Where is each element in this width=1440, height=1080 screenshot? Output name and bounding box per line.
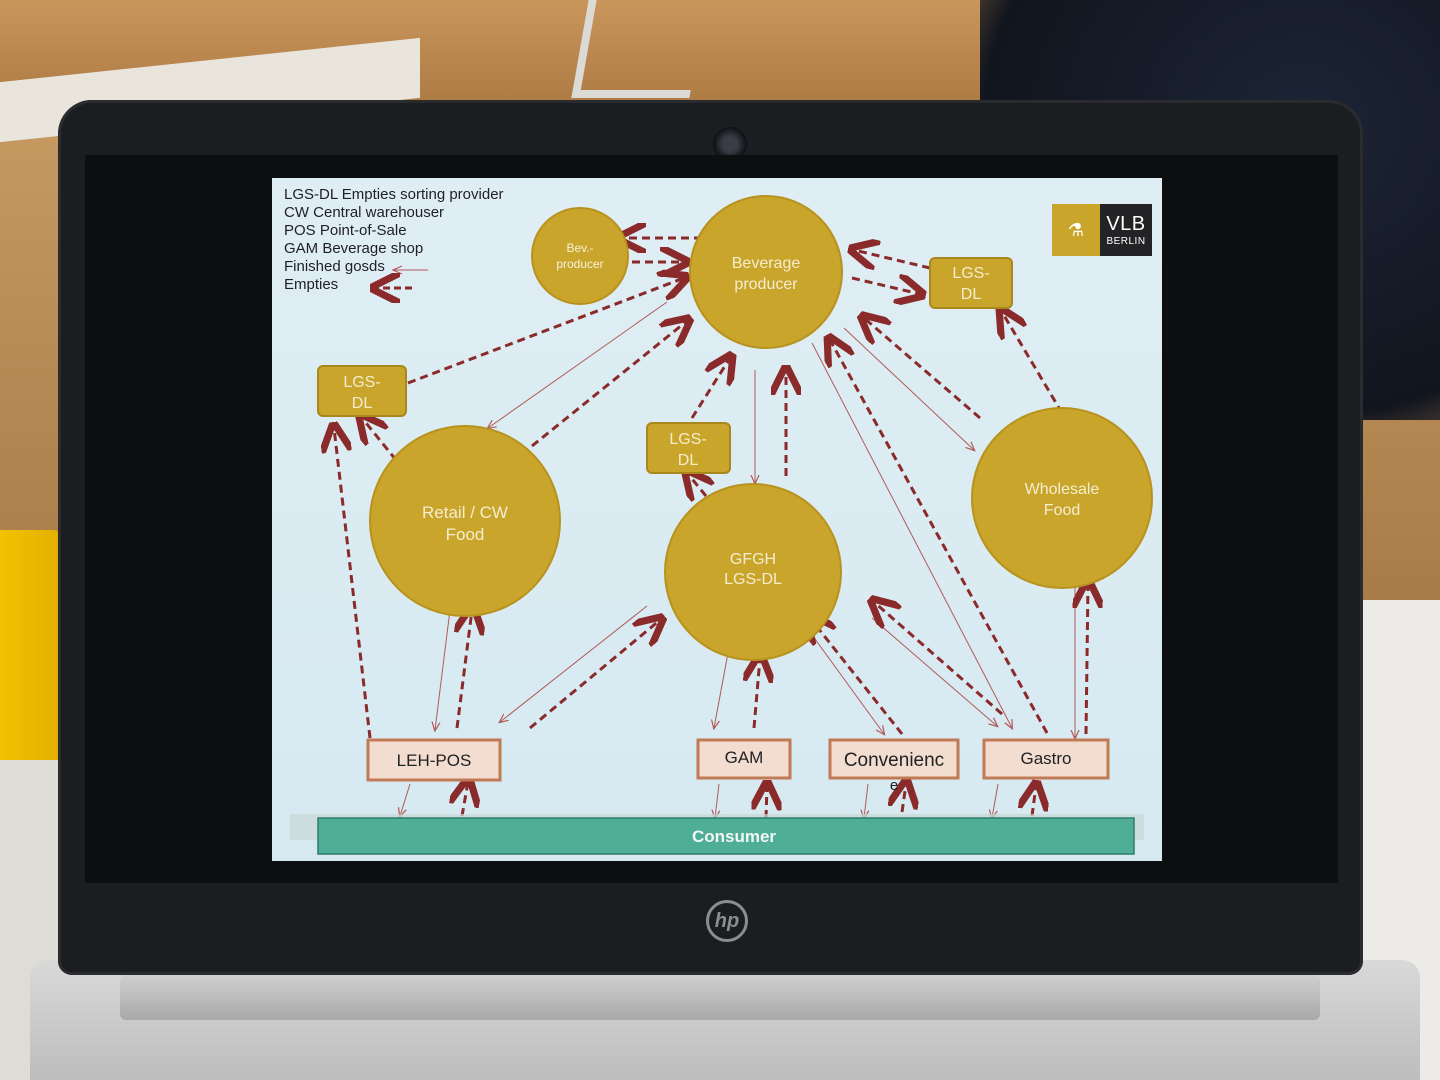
lgs-center-label-1: LGS- [669, 431, 706, 448]
retail-label-2: Food [446, 525, 485, 544]
goods-arrow [864, 783, 868, 818]
gfgh-label-2: LGS-DL [724, 571, 782, 588]
goods-arrow [992, 783, 999, 818]
goods-arrow [806, 627, 884, 734]
legend-line: CW Central warehouser [284, 204, 445, 221]
bev-small-label-2: producer [556, 257, 603, 271]
legend: LGS-DL Empties sorting provider CW Centr… [284, 186, 504, 294]
goods-arrow [811, 342, 1012, 728]
goods-arrow [715, 783, 719, 818]
empties-arrow [462, 782, 468, 817]
lgs-left-label-2: DL [352, 395, 373, 412]
legend-line: GAM Beverage shop [284, 240, 424, 257]
empties-arrow [407, 278, 684, 385]
goods-arrow [843, 327, 974, 450]
lgs-top-right-node: LGS- DL [929, 257, 1013, 309]
gastro-box: Gastro [982, 738, 1110, 780]
goods-arrow [714, 652, 729, 728]
hp-logo: hp [706, 900, 748, 942]
goods-arrow [400, 783, 411, 816]
empties-arrow [1002, 312, 1064, 414]
consumer-bar: Consumer [290, 814, 1144, 855]
gfgh-node: GFGH LGS-DL [664, 483, 842, 661]
empties-arrow [690, 358, 730, 419]
lgs-top-right-label-1: LGS- [952, 265, 989, 282]
convenience-label-1: Convenienc [844, 750, 944, 771]
bev-small-node: Bev.- producer [531, 207, 629, 305]
legend-line: LGS-DL Empties sorting provider [284, 186, 504, 203]
vlb-city: BERLIN [1106, 236, 1146, 247]
gam-label: GAM [725, 748, 764, 767]
empties-arrow [529, 620, 660, 730]
lgs-top-right-label-2: DL [961, 286, 982, 303]
gam-box: GAM [696, 738, 792, 780]
vlb-name: VLB [1106, 213, 1146, 235]
empties-arrow [902, 784, 906, 813]
leh-pos-label: LEH-POS [397, 751, 472, 770]
legend-line: Finished gosds [284, 258, 385, 275]
lgs-center-label-2: DL [678, 452, 699, 469]
empties-arrow [810, 618, 904, 735]
empties-arrow [766, 786, 767, 819]
empties-arrows [334, 238, 1088, 819]
gfgh-label-1: GFGH [730, 551, 776, 568]
goods-arrow [871, 617, 997, 726]
bev-small-label-1: Bev.- [566, 241, 593, 255]
wholesale-label-1: Wholesale [1025, 481, 1100, 498]
goods-arrow [500, 605, 648, 722]
lgs-center-node: LGS- DL [646, 422, 731, 474]
beverage-producer-label-1: Beverage [732, 255, 801, 272]
leh-pos-box: LEH-POS [366, 738, 502, 782]
wholesale-label-2: Food [1044, 502, 1080, 519]
empties-arrow [864, 318, 981, 420]
empties-arrow [362, 418, 398, 461]
legend-line: Empties [284, 276, 339, 293]
empties-arrow [830, 340, 1049, 734]
wholesale-node: Wholesale Food [971, 407, 1153, 589]
lgs-left-label-1: LGS- [343, 374, 380, 391]
empties-arrow [1086, 584, 1088, 735]
gastro-label: Gastro [1020, 749, 1071, 768]
beverage-producer-node: Beverage producer [689, 195, 843, 349]
vlb-emblem-icon: ⚗ [1052, 204, 1100, 256]
retail-label-1: Retail / CW [422, 503, 508, 522]
convenience-label-2: e [890, 777, 898, 794]
consumer-label: Consumer [692, 827, 776, 846]
empties-arrow [874, 602, 1003, 716]
vlb-wordmark: VLB BERLIN [1100, 204, 1152, 256]
supply-chain-diagram: Bev.- producer Beverage producer Retail … [290, 195, 1153, 855]
convenience-box: Convenienc e [828, 738, 960, 794]
lgs-left-node: LGS- DL [317, 365, 407, 417]
beverage-producer-label-2: producer [734, 276, 798, 293]
goods-arrows [400, 301, 1075, 818]
empties-arrow [688, 474, 706, 496]
empties-arrow [854, 250, 931, 268]
empties-arrow [334, 428, 372, 739]
empties-arrow [851, 278, 920, 294]
goods-arrow [488, 301, 668, 428]
hp-logo-text: hp [714, 909, 740, 932]
vlb-logo: ⚗ VLB BERLIN [1052, 204, 1152, 256]
presentation-slide: LGS-DL Empties sorting provider CW Centr… [272, 178, 1162, 861]
background-chair [571, 0, 707, 98]
laptop-hinge [120, 975, 1320, 1020]
empties-arrow [531, 321, 687, 448]
empties-arrow [457, 610, 472, 729]
empties-arrow [754, 658, 760, 729]
legend-line: POS Point-of-Sale [284, 222, 407, 239]
retail-node: Retail / CW Food [369, 425, 561, 617]
goods-arrow [435, 609, 451, 730]
empties-arrow [1032, 786, 1036, 817]
